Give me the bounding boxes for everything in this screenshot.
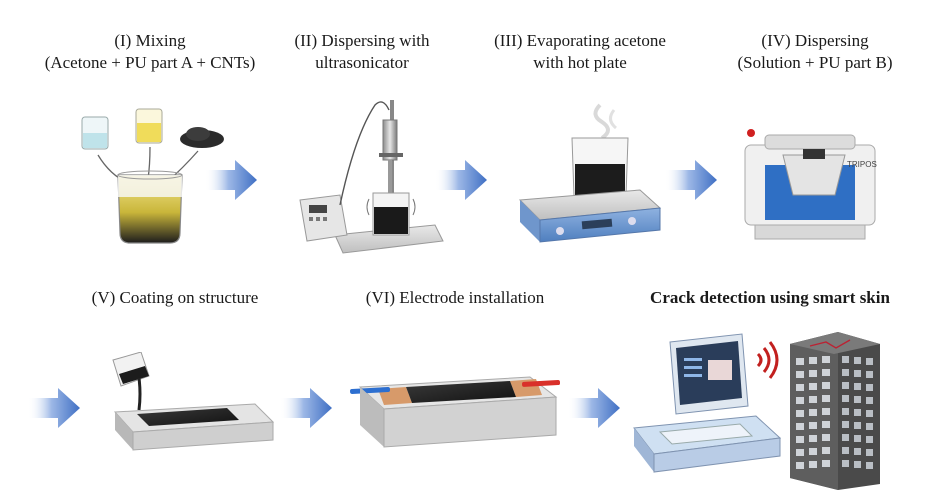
building-window — [842, 447, 849, 454]
building-window — [866, 423, 873, 430]
building-window — [854, 383, 861, 390]
step-4-label: (IV) Dispersing (Solution + PU part B) — [705, 30, 925, 74]
building-window — [796, 423, 804, 430]
final-step-label: Crack detection using smart skin — [610, 287, 930, 309]
building-window — [809, 448, 817, 455]
building-window — [866, 397, 873, 404]
building-window — [809, 461, 817, 468]
building-window — [796, 371, 804, 378]
building-window — [796, 410, 804, 417]
ultrasonicator-illustration — [299, 100, 444, 254]
building-window — [854, 409, 861, 416]
mixing-illustration — [81, 108, 224, 244]
step-1-subtitle: (Acetone + PU part A + CNTs) — [44, 53, 256, 72]
building-window — [842, 369, 849, 376]
building-window — [822, 395, 830, 402]
building-window — [822, 382, 830, 389]
step-2-label: (II) Dispersing with ultrasonicator — [262, 30, 462, 74]
flow-arrow-5 — [280, 388, 332, 428]
red-wire-icon — [522, 380, 560, 387]
building-window — [822, 356, 830, 363]
building-window — [809, 383, 817, 390]
building-window — [809, 409, 817, 416]
building-window — [842, 408, 849, 415]
flow-arrow-3 — [665, 160, 717, 200]
step-2-subtitle: ultrasonicator — [315, 53, 409, 72]
step-5-title: (V) Coating on structure — [91, 288, 259, 307]
step-5-label: (V) Coating on structure — [55, 287, 295, 309]
building-window — [842, 395, 849, 402]
step-3-title: (III) Evaporating acetone — [494, 31, 666, 50]
building-window — [822, 460, 830, 467]
building-window — [866, 410, 873, 417]
building-window — [866, 462, 873, 469]
flow-arrow-4 — [28, 388, 80, 428]
building-window — [866, 449, 873, 456]
step-3-subtitle: with hot plate — [533, 53, 627, 72]
step-2-title: (II) Dispersing with — [294, 31, 430, 50]
building-window — [809, 435, 817, 442]
coating-illustration — [112, 352, 275, 451]
mill-brand-text: TRIPOS — [847, 160, 877, 169]
acetone-beaker-icon — [81, 116, 109, 150]
building-window — [842, 382, 849, 389]
building-window — [822, 369, 830, 376]
building-window — [796, 449, 804, 456]
flow-arrow-6 — [568, 388, 620, 428]
building-window — [809, 396, 817, 403]
step-1-title: (I) Mixing — [114, 31, 186, 50]
building-window — [866, 358, 873, 365]
building-window — [796, 397, 804, 404]
flow-arrow-1 — [205, 160, 257, 200]
step-6-label: (VI) Electrode installation — [335, 287, 575, 309]
building-windows — [796, 356, 873, 469]
building-window — [842, 421, 849, 428]
building-window — [796, 384, 804, 391]
wireless-signal-icon — [756, 341, 779, 379]
control-unit-icon — [299, 194, 348, 242]
step-3-label: (III) Evaporating acetone with hot plate — [465, 30, 695, 74]
pu-beaker-icon — [135, 108, 163, 144]
building-window — [854, 357, 861, 364]
flow-arrow-2 — [435, 160, 487, 200]
building-window — [854, 461, 861, 468]
building-window — [866, 436, 873, 443]
step-4-subtitle: (Solution + PU part B) — [737, 53, 893, 72]
three-roll-mill-illustration: TRIPOS — [744, 129, 877, 240]
building-window — [842, 434, 849, 441]
hot-plate-illustration — [518, 103, 662, 243]
building-window — [809, 357, 817, 364]
crack-detection-illustration — [633, 332, 880, 490]
sonication-beaker-icon — [366, 192, 416, 236]
step-1-label: (I) Mixing (Acetone + PU part A + CNTs) — [0, 30, 300, 74]
building-window — [854, 422, 861, 429]
building-window — [822, 447, 830, 454]
pouring-beaker-icon — [112, 352, 150, 387]
computer-icon — [633, 333, 782, 473]
step-6-title: (VI) Electrode installation — [365, 288, 545, 307]
cnt-powder-icon — [180, 127, 224, 148]
evaporation-beaker-icon — [571, 137, 629, 197]
final-step-title: Crack detection using smart skin — [650, 288, 890, 307]
electrode-illustration — [350, 376, 560, 448]
building-window — [854, 448, 861, 455]
building-window — [809, 370, 817, 377]
building-window — [796, 462, 804, 469]
building-window — [822, 434, 830, 441]
building-window — [842, 460, 849, 467]
building-window — [854, 370, 861, 377]
building-window — [822, 421, 830, 428]
building-window — [842, 356, 849, 363]
building-window — [822, 408, 830, 415]
building-window — [796, 436, 804, 443]
building-window — [854, 396, 861, 403]
step-4-title: (IV) Dispersing — [761, 31, 869, 50]
building-window — [866, 371, 873, 378]
building-window — [854, 435, 861, 442]
mixing-beaker-icon — [117, 170, 183, 244]
building-window — [866, 384, 873, 391]
building-window — [796, 358, 804, 365]
building-window — [809, 422, 817, 429]
